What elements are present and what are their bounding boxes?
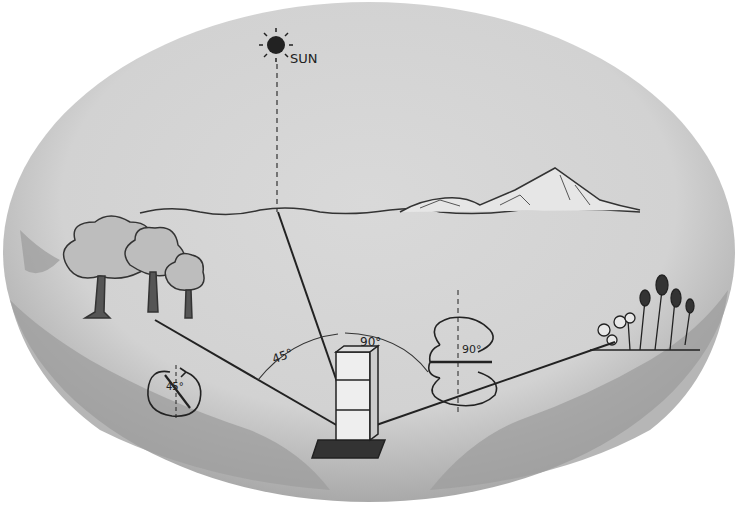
waggle-dance-45 [148,365,201,420]
flowers [590,275,700,350]
sun-vertical [276,64,277,212]
waggle-dance-90 [429,290,497,412]
mountains [400,168,640,212]
dance-angle-label: 90° [462,344,482,355]
oval-background [3,2,735,502]
angle-label: 90° [360,336,381,348]
mountain-shading [420,175,590,208]
beehive [312,346,385,458]
direction-lines [155,212,615,430]
trees [64,216,205,318]
sun-symbol [259,28,293,62]
sun-label: SUN [290,52,318,65]
dance-angle-label: 45° [166,382,184,392]
angle-arc-45 [258,334,338,380]
